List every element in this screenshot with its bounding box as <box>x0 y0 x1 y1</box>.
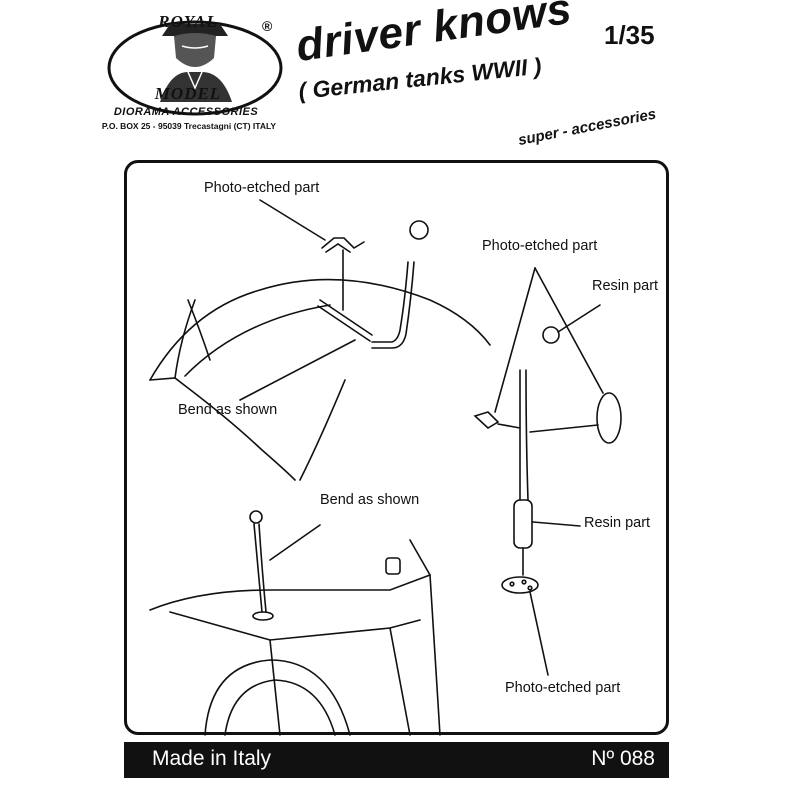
label-resin-mid: Resin part <box>584 515 651 531</box>
hull-outline <box>149 574 431 611</box>
mirror-head <box>596 392 622 444</box>
resin-ball <box>542 326 560 344</box>
lever-rod <box>371 261 409 343</box>
origin-label: Made in Italy <box>152 747 272 770</box>
pe-bracket <box>473 411 500 429</box>
label-bend-left: Bend as shown <box>178 402 278 418</box>
antenna-rod <box>253 523 263 613</box>
resin-sleeve <box>513 499 533 549</box>
brand-tagline: DIORAMA ACCESSORIES <box>113 106 259 118</box>
diagram-frame <box>124 160 669 735</box>
label-pe-bottom: Photo-etched part <box>505 680 621 696</box>
footer-bar: Made in Italy Nº 088 <box>124 742 669 778</box>
hull-fitting <box>385 557 401 575</box>
brand-address: P.O. BOX 25 - 95039 Trecastagni (CT) ITA… <box>101 121 277 131</box>
fender-body <box>149 377 296 481</box>
antenna-knob <box>249 510 263 524</box>
label-resin-top: Resin part <box>592 278 659 294</box>
brand-name-bottom: MODEL <box>154 84 222 103</box>
catalog-number: Nº 088 <box>591 747 655 770</box>
label-bend-bottom: Bend as shown <box>320 492 420 508</box>
fender-outline <box>149 278 491 381</box>
base-plate <box>501 576 539 594</box>
label-pe-right: Photo-etched part <box>482 238 598 254</box>
scale-label: 1/35 <box>604 20 655 50</box>
brand-name-top: ROYAL <box>158 12 218 31</box>
registered-mark: ® <box>262 18 273 34</box>
soldier-portrait-icon <box>160 24 232 102</box>
tire <box>204 659 351 736</box>
lever-knob <box>409 220 429 240</box>
lever-crossbar <box>319 299 373 336</box>
fender-inner <box>184 304 331 377</box>
pe-clip <box>321 237 365 250</box>
label-pe-top-left: Photo-etched part <box>204 180 320 196</box>
brand-logo <box>107 20 283 116</box>
